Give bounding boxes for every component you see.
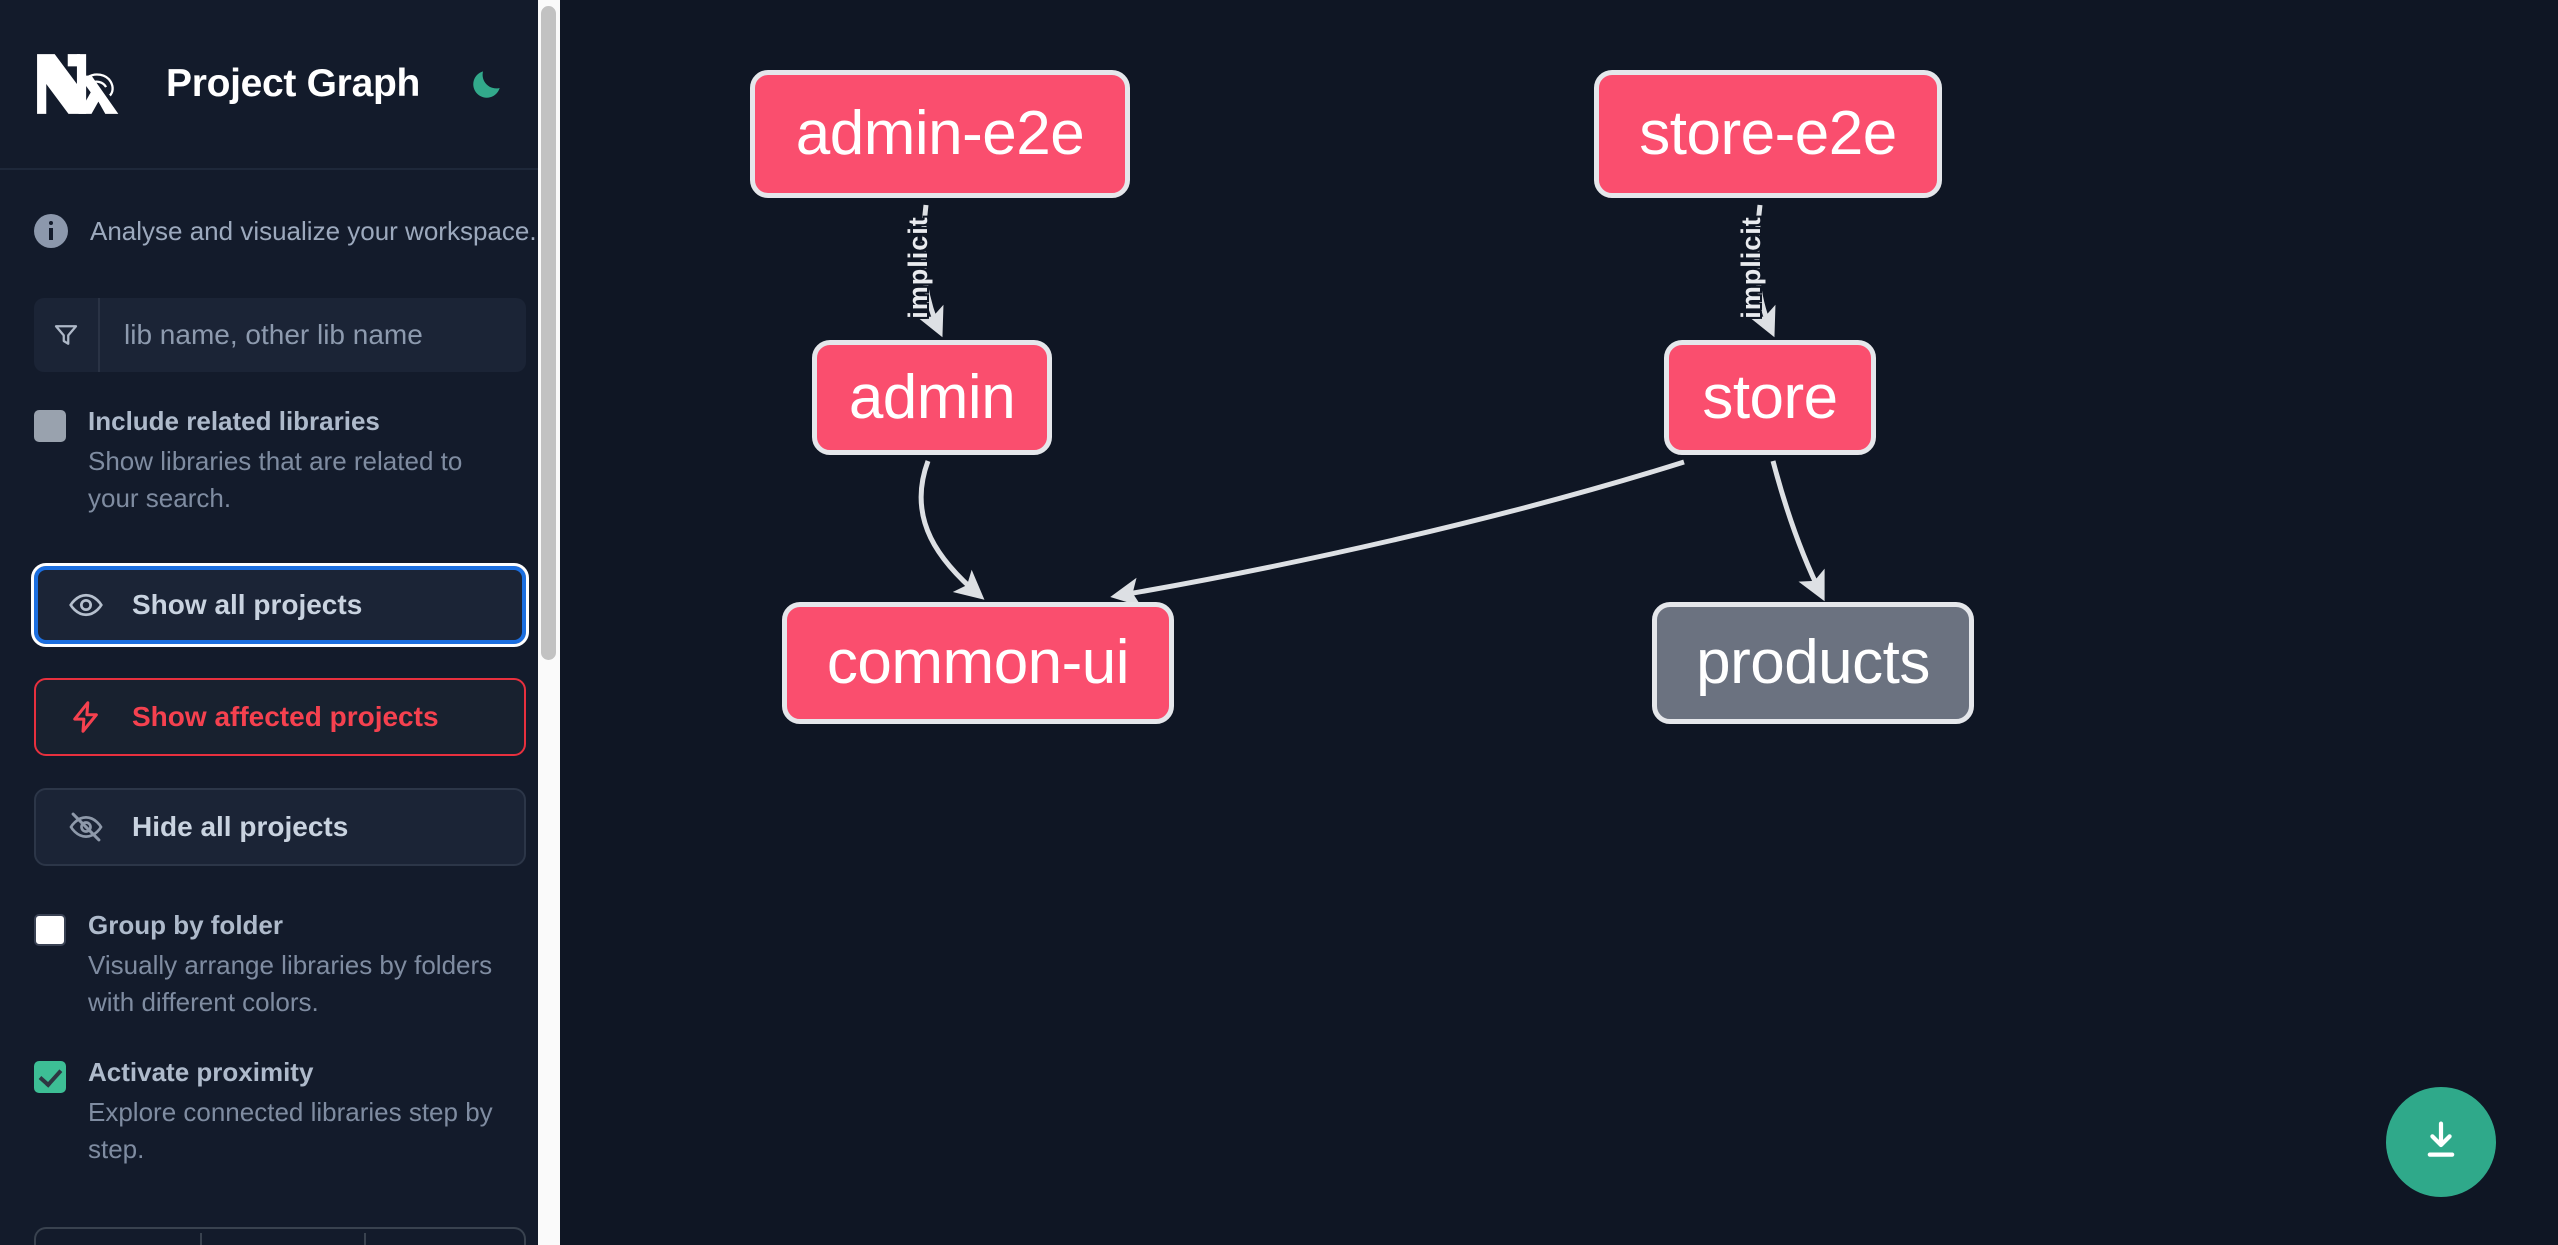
graph-node-store[interactable]: store [1664,340,1876,455]
download-icon [2417,1116,2465,1169]
graph-node-products[interactable]: products [1652,602,1974,724]
graph-node-store-e2e[interactable]: store-e2e [1594,70,1942,198]
sidebar-tagline: Analyse and visualize your workspace. [0,170,560,248]
graph-node-common-ui[interactable]: common-ui [782,602,1174,724]
option-description: Visually arrange libraries by folders wi… [88,950,493,1018]
edge-store-products [1770,460,1825,602]
option-activate-proximity[interactable]: Activate proximity Explore connected lib… [34,1057,526,1167]
graph-node-admin[interactable]: admin [812,340,1052,455]
option-description: Explore connected libraries step by step… [88,1096,493,1164]
eye-off-icon [66,807,106,847]
graph-edges [916,204,1825,607]
sidebar-body: Include related libraries Show libraries… [0,298,560,1167]
page-title: Project Graph [166,62,420,105]
graph-node-label: products [1696,628,1930,697]
hide-all-projects-button[interactable]: Hide all projects [34,788,526,867]
option-label: Include related libraries [88,406,380,436]
graph-canvas[interactable]: admin-e2e store-e2e admin store common-u… [560,0,2558,1245]
show-affected-projects-label: Show affected projects [132,701,439,733]
show-all-projects-button[interactable]: Show all projects [31,563,529,648]
option-label: Activate proximity [88,1056,314,1087]
search-field[interactable] [34,298,526,372]
graph-node-label: admin [848,362,1016,432]
sidebar-scrollbar-thumb[interactable] [541,6,556,660]
option-label: Group by folder [88,910,283,941]
filter-icon [34,298,100,372]
moon-icon[interactable] [464,61,510,107]
sidebar-header: Project Graph [0,0,560,170]
proximity-segmented-control[interactable] [34,1227,526,1245]
hide-all-projects-label: Hide all projects [132,811,349,843]
sidebar-scrollbar[interactable] [538,0,560,1245]
nx-logo-icon [34,51,126,117]
checkbox-include-related-libraries[interactable] [34,410,66,442]
checkbox-group-by-folder[interactable] [34,914,66,947]
option-description: Show libraries that are related to your … [88,445,463,513]
edge-admin-common-ui [918,460,985,600]
graph-node-admin-e2e[interactable]: admin-e2e [750,70,1130,198]
info-icon [34,214,68,248]
sidebar: Project Graph Analyse and visualize your… [0,0,560,1245]
segment-divider [200,1233,202,1245]
tagline-text: Analyse and visualize your workspace. [90,215,537,246]
show-affected-projects-button[interactable]: Show affected projects [34,678,526,757]
graph-node-label: admin-e2e [795,99,1085,168]
option-group-by-folder[interactable]: Group by folder Visually arrange librari… [34,910,526,1020]
checkbox-activate-proximity[interactable] [34,1060,66,1093]
download-image-button[interactable] [2386,1087,2496,1197]
edge-store-e2e-store [1748,204,1776,338]
graph-node-label: store [1702,362,1838,432]
graph-node-label: store-e2e [1639,99,1897,168]
lightning-bolt-icon [66,697,106,737]
option-include-related-libraries[interactable]: Include related libraries Show libraries… [34,406,526,516]
eye-icon [66,585,106,625]
graph-node-label: common-ui [826,628,1130,697]
segment-divider [364,1233,366,1245]
edge-admin-e2e-admin [916,204,944,338]
edge-store-common-ui [1110,459,1685,607]
search-input[interactable] [100,298,526,372]
show-all-projects-label: Show all projects [132,589,363,621]
